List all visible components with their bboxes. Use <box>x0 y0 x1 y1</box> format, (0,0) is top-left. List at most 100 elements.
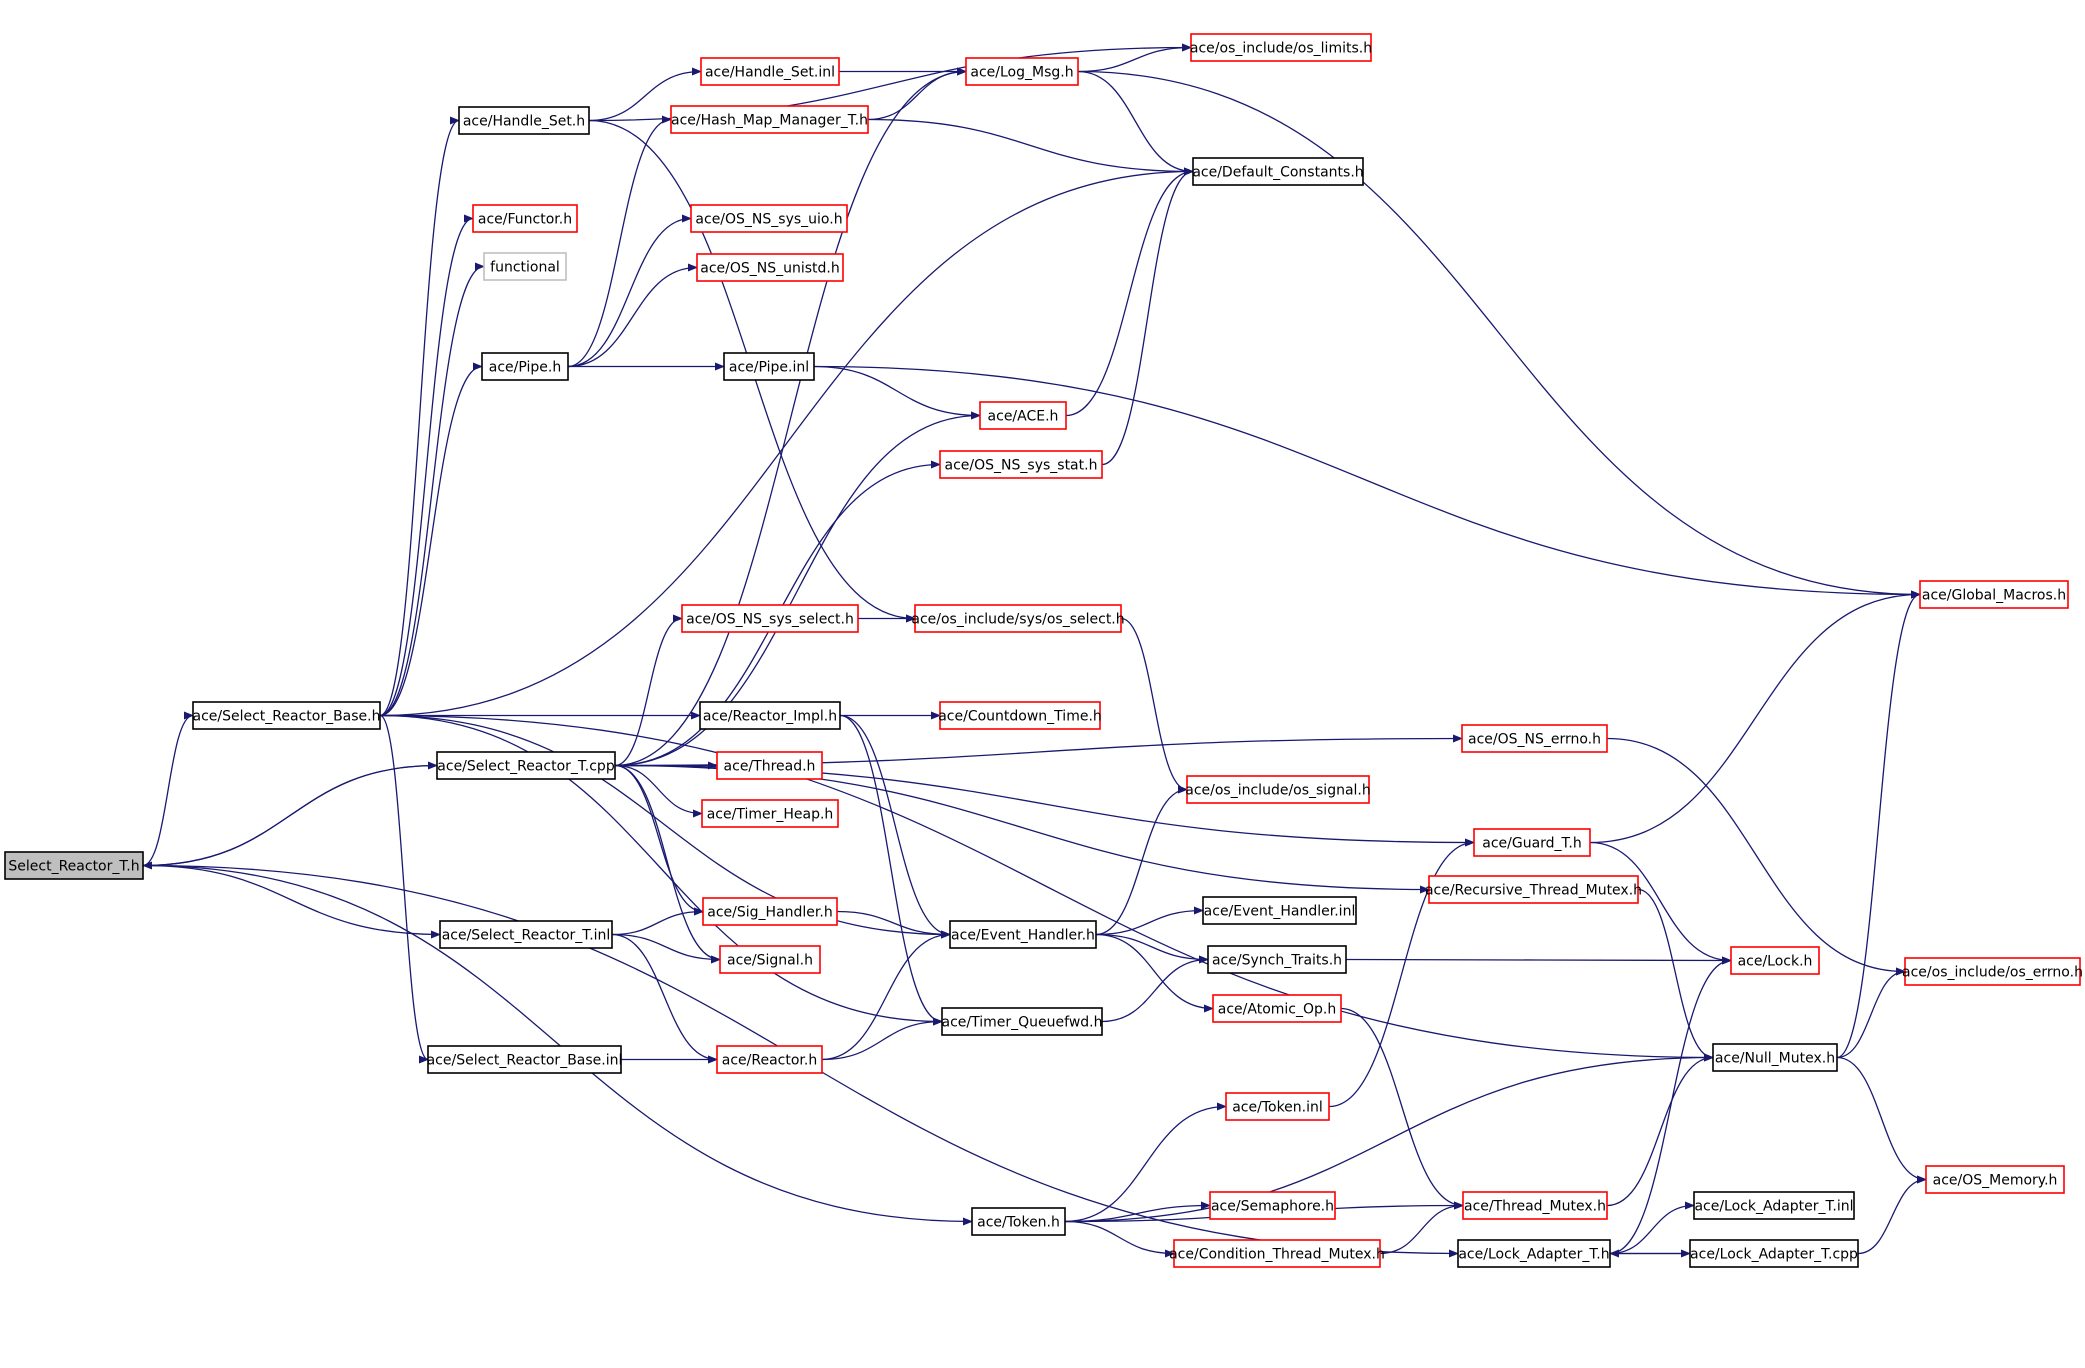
node-box <box>1473 828 1591 857</box>
node-srt_inl[interactable]: ace/Select_Reactor_T.inl <box>439 920 613 949</box>
node-sys_stat[interactable]: ace/OS_NS_sys_stat.h <box>939 450 1103 479</box>
node-label: ace/Condition_Thread_Mutex.h <box>1169 1247 1385 1263</box>
nodes-layer: Select_Reactor_T.h ace/Select_Reactor_Bas… <box>4 33 2083 1268</box>
node-log_msg[interactable]: ace/Log_Msg.h <box>965 57 1079 86</box>
node-token_h[interactable]: ace/Token.h <box>971 1207 1066 1236</box>
node-box <box>949 920 1097 949</box>
node-pipe_inl[interactable]: ace/Pipe.inl <box>723 352 815 381</box>
node-label: ace/Signal.h <box>727 953 813 969</box>
node-sys_uio[interactable]: ace/OS_NS_sys_uio.h <box>690 204 848 233</box>
node-label: ace/Global_Macros.h <box>1922 588 2066 604</box>
edge-guard_t-to-global_macros <box>1589 590 1921 844</box>
edge-srbase_h-to-null_mutex <box>379 714 1714 1062</box>
node-box <box>1461 724 1608 753</box>
node-box <box>481 352 569 381</box>
node-label: ace/OS_NS_sys_select.h <box>686 612 854 628</box>
node-countdown[interactable]: ace/Countdown_Time.h <box>938 701 1102 730</box>
node-event_handler_h[interactable]: ace/Event_Handler.h <box>949 920 1097 949</box>
node-functional[interactable]: functional <box>483 252 567 281</box>
node-label: ace/Thread.h <box>724 759 816 775</box>
edge-srbase_h-to-functor_h <box>379 214 474 717</box>
node-box <box>701 799 839 828</box>
node-cond_thread_mutex[interactable]: ace/Condition_Thread_Mutex.h <box>1169 1239 1385 1268</box>
edge-reactor_h-to-event_handler_h <box>821 930 951 1061</box>
node-box <box>1925 1165 2065 1194</box>
node-label: ace/os_include/os_signal.h <box>1185 783 1371 799</box>
node-null_mutex[interactable]: ace/Null_Mutex.h <box>1712 1043 1838 1072</box>
node-semaphore[interactable]: ace/Semaphore.h <box>1209 1191 1336 1220</box>
edge-srt_cpp-to-timer_heap <box>614 764 703 818</box>
edge-thread_mutex-to-null_mutex <box>1606 1053 1714 1207</box>
edge-synch_traits-to-lock_h <box>1345 956 1732 965</box>
node-unistd[interactable]: ace/OS_NS_unistd.h <box>696 253 844 282</box>
node-box <box>1212 994 1342 1023</box>
node-os_memory[interactable]: ace/OS_Memory.h <box>1925 1165 2065 1194</box>
edge-reactor_impl-to-timer_queuefwd <box>839 714 943 1026</box>
node-srbase_inl[interactable]: ace/Select_Reactor_Base.inl <box>427 1045 623 1074</box>
node-label: ace/OS_Memory.h <box>1933 1173 2058 1189</box>
edge-log_msg-to-os_limits <box>1077 43 1192 73</box>
node-box <box>1689 1239 1859 1268</box>
node-box <box>670 105 869 134</box>
edge-srt_cpp-to-ace_h <box>614 411 981 767</box>
node-lock_adapter_cpp[interactable]: ace/Lock_Adapter_T.cpp <box>1689 1239 1859 1268</box>
node-default_constants[interactable]: ace/Default_Constants.h <box>1192 157 1364 186</box>
node-timer_queuefwd[interactable]: ace/Timer_Queuefwd.h <box>941 1007 1103 1036</box>
node-box <box>965 57 1079 86</box>
edge-event_handler_h-to-synch_traits <box>1095 933 1209 964</box>
node-event_handler_inl[interactable]: ace/Event_Handler.inl <box>1202 896 1357 925</box>
edge-srt_inl-to-signal_h <box>611 933 721 964</box>
node-box <box>699 701 841 730</box>
node-srbase_h[interactable]: ace/Select_Reactor_Base.h <box>192 701 381 730</box>
edge-srbase_h-to-timer_queuefwd <box>379 714 943 1026</box>
node-label: ace/Event_Handler.h <box>951 928 1095 944</box>
node-os_limits[interactable]: ace/os_include/os_limits.h <box>1190 33 1372 62</box>
node-box <box>1192 157 1364 186</box>
node-atomic_op[interactable]: ace/Atomic_Op.h <box>1212 994 1342 1023</box>
node-global_macros[interactable]: ace/Global_Macros.h <box>1919 580 2069 609</box>
node-token_inl[interactable]: ace/Token.inl <box>1225 1092 1330 1121</box>
node-signal_h[interactable]: ace/Signal.h <box>719 945 821 974</box>
node-os_signal[interactable]: ace/os_include/os_signal.h <box>1185 775 1371 804</box>
node-box <box>192 701 381 730</box>
node-sig_handler[interactable]: ace/Sig_Handler.h <box>702 897 838 926</box>
edge-guard_t-to-lock_h <box>1589 841 1732 965</box>
node-pipe_h[interactable]: ace/Pipe.h <box>481 352 569 381</box>
edge-srt_cpp-to-signal_h <box>614 764 721 964</box>
node-label: ace/OS_NS_errno.h <box>1468 732 1601 748</box>
node-label: ace/Thread_Mutex.h <box>1464 1199 1606 1215</box>
edge-srbase_h-to-srbase_inl <box>379 714 429 1064</box>
node-box <box>1712 1043 1838 1072</box>
node-label: ace/ACE.h <box>988 409 1059 425</box>
node-label: ace/Timer_Heap.h <box>707 807 834 823</box>
edge-log_msg-to-global_macros <box>1077 70 1921 599</box>
node-box <box>1904 957 2081 986</box>
node-os_select[interactable]: ace/os_include/sys/os_select.h <box>911 604 1125 633</box>
node-thread_mutex[interactable]: ace/Thread_Mutex.h <box>1462 1191 1608 1220</box>
edge-token_h-to-token_inl <box>1064 1102 1227 1223</box>
node-lock_h[interactable]: ace/Lock.h <box>1730 946 1820 975</box>
node-lock_adapter_inl[interactable]: ace/Lock_Adapter_T.inl <box>1693 1191 1855 1220</box>
node-srt_cpp[interactable]: ace/Select_Reactor_T.cpp <box>436 751 616 780</box>
edge-null_mutex-to-os_memory <box>1836 1056 1927 1184</box>
node-timer_heap[interactable]: ace/Timer_Heap.h <box>701 799 839 828</box>
node-synch_traits[interactable]: ace/Synch_Traits.h <box>1207 945 1347 974</box>
node-rec_thread_mutex[interactable]: ace/Recursive_Thread_Mutex.h <box>1425 875 1642 904</box>
node-hash_map[interactable]: ace/Hash_Map_Manager_T.h <box>670 105 869 134</box>
edge-reactor_h-to-timer_queuefwd <box>821 1017 943 1061</box>
node-thread_h[interactable]: ace/Thread.h <box>716 751 823 780</box>
node-handle_set_h[interactable]: ace/Handle_Set.h <box>458 106 590 135</box>
node-handle_set_inl[interactable]: ace/Handle_Set.inl <box>700 57 840 86</box>
node-ace_h[interactable]: ace/ACE.h <box>979 401 1067 430</box>
node-guard_t[interactable]: ace/Guard_T.h <box>1473 828 1591 857</box>
node-box <box>914 604 1122 633</box>
node-ns_errno[interactable]: ace/OS_NS_errno.h <box>1461 724 1608 753</box>
node-reactor_impl[interactable]: ace/Reactor_Impl.h <box>699 701 841 730</box>
node-root[interactable]: Select_Reactor_T.h <box>4 851 144 880</box>
node-reactor_h[interactable]: ace/Reactor.h <box>716 1045 823 1074</box>
edge-event_handler_h-to-event_handler_inl <box>1095 906 1204 936</box>
node-sys_select[interactable]: ace/OS_NS_sys_select.h <box>681 604 859 633</box>
node-functor_h[interactable]: ace/Functor.h <box>472 204 578 233</box>
node-lock_adapter_h[interactable]: ace/Lock_Adapter_T.h <box>1457 1239 1611 1268</box>
node-os_errno[interactable]: ace/os_include/os_errno.h <box>1902 957 2083 986</box>
